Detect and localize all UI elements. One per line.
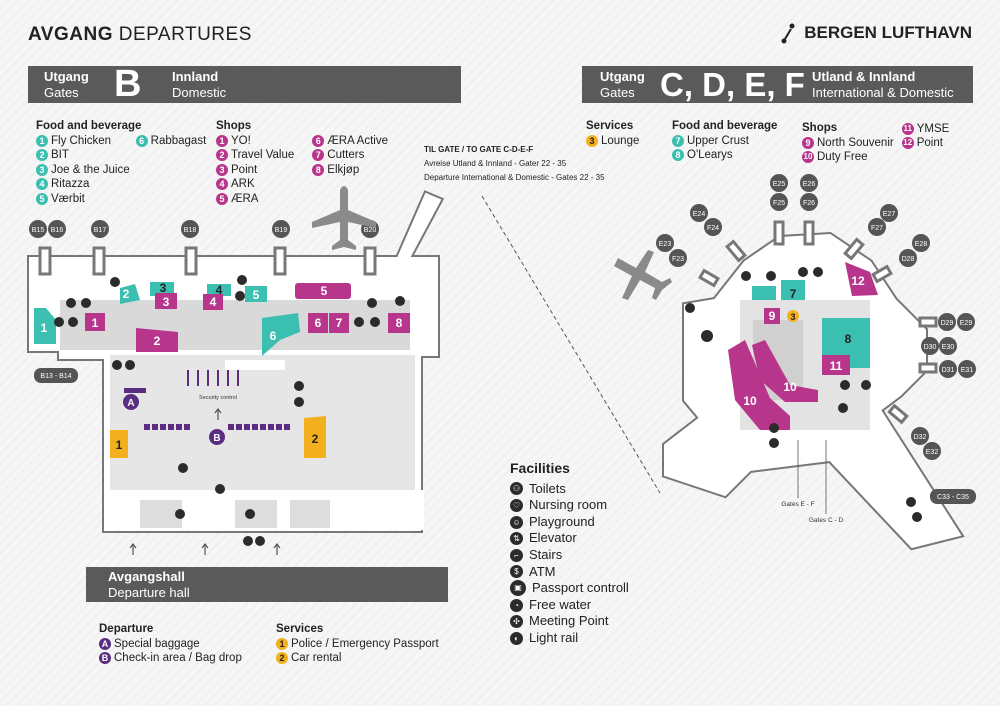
marker-a: A (127, 398, 134, 409)
marker-b: B (213, 433, 220, 444)
svg-text:5: 5 (321, 284, 328, 298)
svg-text:D30: D30 (924, 344, 937, 351)
svg-text:C33 - C35: C33 - C35 (937, 494, 969, 501)
svg-text:E25: E25 (773, 181, 786, 188)
free-water-icon: ◔ (510, 598, 523, 612)
svg-text:E32: E32 (926, 449, 939, 456)
svg-text:B17: B17 (94, 227, 107, 234)
playground-icon: ☺ (510, 515, 523, 529)
light-rail-icon: ◐ (510, 631, 523, 645)
svg-text:2: 2 (312, 432, 319, 446)
svg-text:5: 5 (253, 288, 260, 302)
svg-text:B13 - B14: B13 - B14 (40, 373, 71, 380)
gates-cd-label: Gates C - D (809, 517, 844, 524)
svg-text:F23: F23 (672, 256, 684, 263)
atm-icon: $ (510, 565, 523, 579)
svg-text:D29: D29 (941, 320, 954, 327)
svg-text:B19: B19 (275, 227, 288, 234)
building-b (27, 190, 445, 533)
svg-text:1: 1 (116, 438, 123, 452)
svg-text:F24: F24 (707, 225, 719, 232)
svg-text:F25: F25 (773, 200, 785, 207)
gates-ef-label: Gates E - F (781, 501, 814, 508)
facilities-legend: Facilities ⚇Toilets ♡Nursing room ☺Playg… (510, 460, 629, 645)
svg-text:E27: E27 (883, 211, 896, 218)
security-lanes (187, 370, 239, 386)
to-gate-note: TIL GATE / TO GATE C-D-E-F Avreise Utlan… (424, 145, 605, 182)
brand-mark-icon (781, 23, 795, 44)
airplane-icon (312, 186, 376, 250)
toilets-icon: ⚇ (510, 482, 523, 496)
svg-text:D32: D32 (914, 434, 927, 441)
svg-text:4: 4 (210, 295, 217, 309)
stairs-icon: ⌐ (510, 548, 523, 562)
page-title: AVGANG DEPARTURES (28, 24, 252, 45)
passport-control-icon: ▣ (510, 580, 526, 597)
svg-text:8: 8 (845, 332, 852, 346)
svg-text:11: 11 (830, 359, 843, 373)
b-shops (34, 282, 410, 458)
svg-text:8: 8 (396, 316, 403, 330)
svg-text:D28: D28 (902, 256, 915, 263)
svg-text:1: 1 (92, 316, 99, 330)
meeting-point-icon: ✣ (510, 615, 523, 629)
airplane-icon (614, 250, 672, 300)
svg-text:3: 3 (160, 281, 167, 295)
svg-text:12: 12 (851, 274, 865, 288)
svg-text:E24: E24 (693, 211, 706, 218)
svg-text:E26: E26 (803, 181, 816, 188)
svg-text:E30: E30 (942, 344, 955, 351)
svg-text:E31: E31 (961, 367, 974, 374)
svg-text:E23: E23 (659, 241, 672, 248)
map-marker-teal-7: 7 (790, 287, 797, 301)
svg-text:2: 2 (154, 334, 161, 348)
svg-text:E29: E29 (960, 320, 973, 327)
svg-text:10: 10 (743, 394, 757, 408)
elevator-icon: ⇅ (510, 532, 523, 546)
svg-text:D31: D31 (942, 367, 955, 374)
svg-text:6: 6 (315, 316, 322, 330)
svg-text:F27: F27 (871, 225, 883, 232)
svg-text:4: 4 (216, 283, 223, 297)
svg-text:B18: B18 (184, 227, 197, 234)
svg-text:7: 7 (336, 316, 343, 330)
brand-logo: BERGEN LUFTHAVN (780, 22, 972, 44)
svg-text:B16: B16 (51, 227, 64, 234)
map-marker-teal-1: 1 (41, 321, 48, 335)
gate-label: B15 (32, 227, 45, 234)
svg-text:B20: B20 (364, 227, 377, 234)
svg-text:2: 2 (123, 287, 130, 301)
svg-text:3: 3 (163, 295, 170, 309)
svg-text:F26: F26 (803, 200, 815, 207)
svg-text:9: 9 (769, 309, 776, 323)
svg-text:3: 3 (790, 312, 795, 322)
svg-text:6: 6 (270, 329, 277, 343)
nursing-room-icon: ♡ (510, 498, 523, 512)
svg-text:10: 10 (783, 380, 797, 394)
security-label: Security control (199, 395, 237, 401)
svg-text:E28: E28 (915, 241, 928, 248)
